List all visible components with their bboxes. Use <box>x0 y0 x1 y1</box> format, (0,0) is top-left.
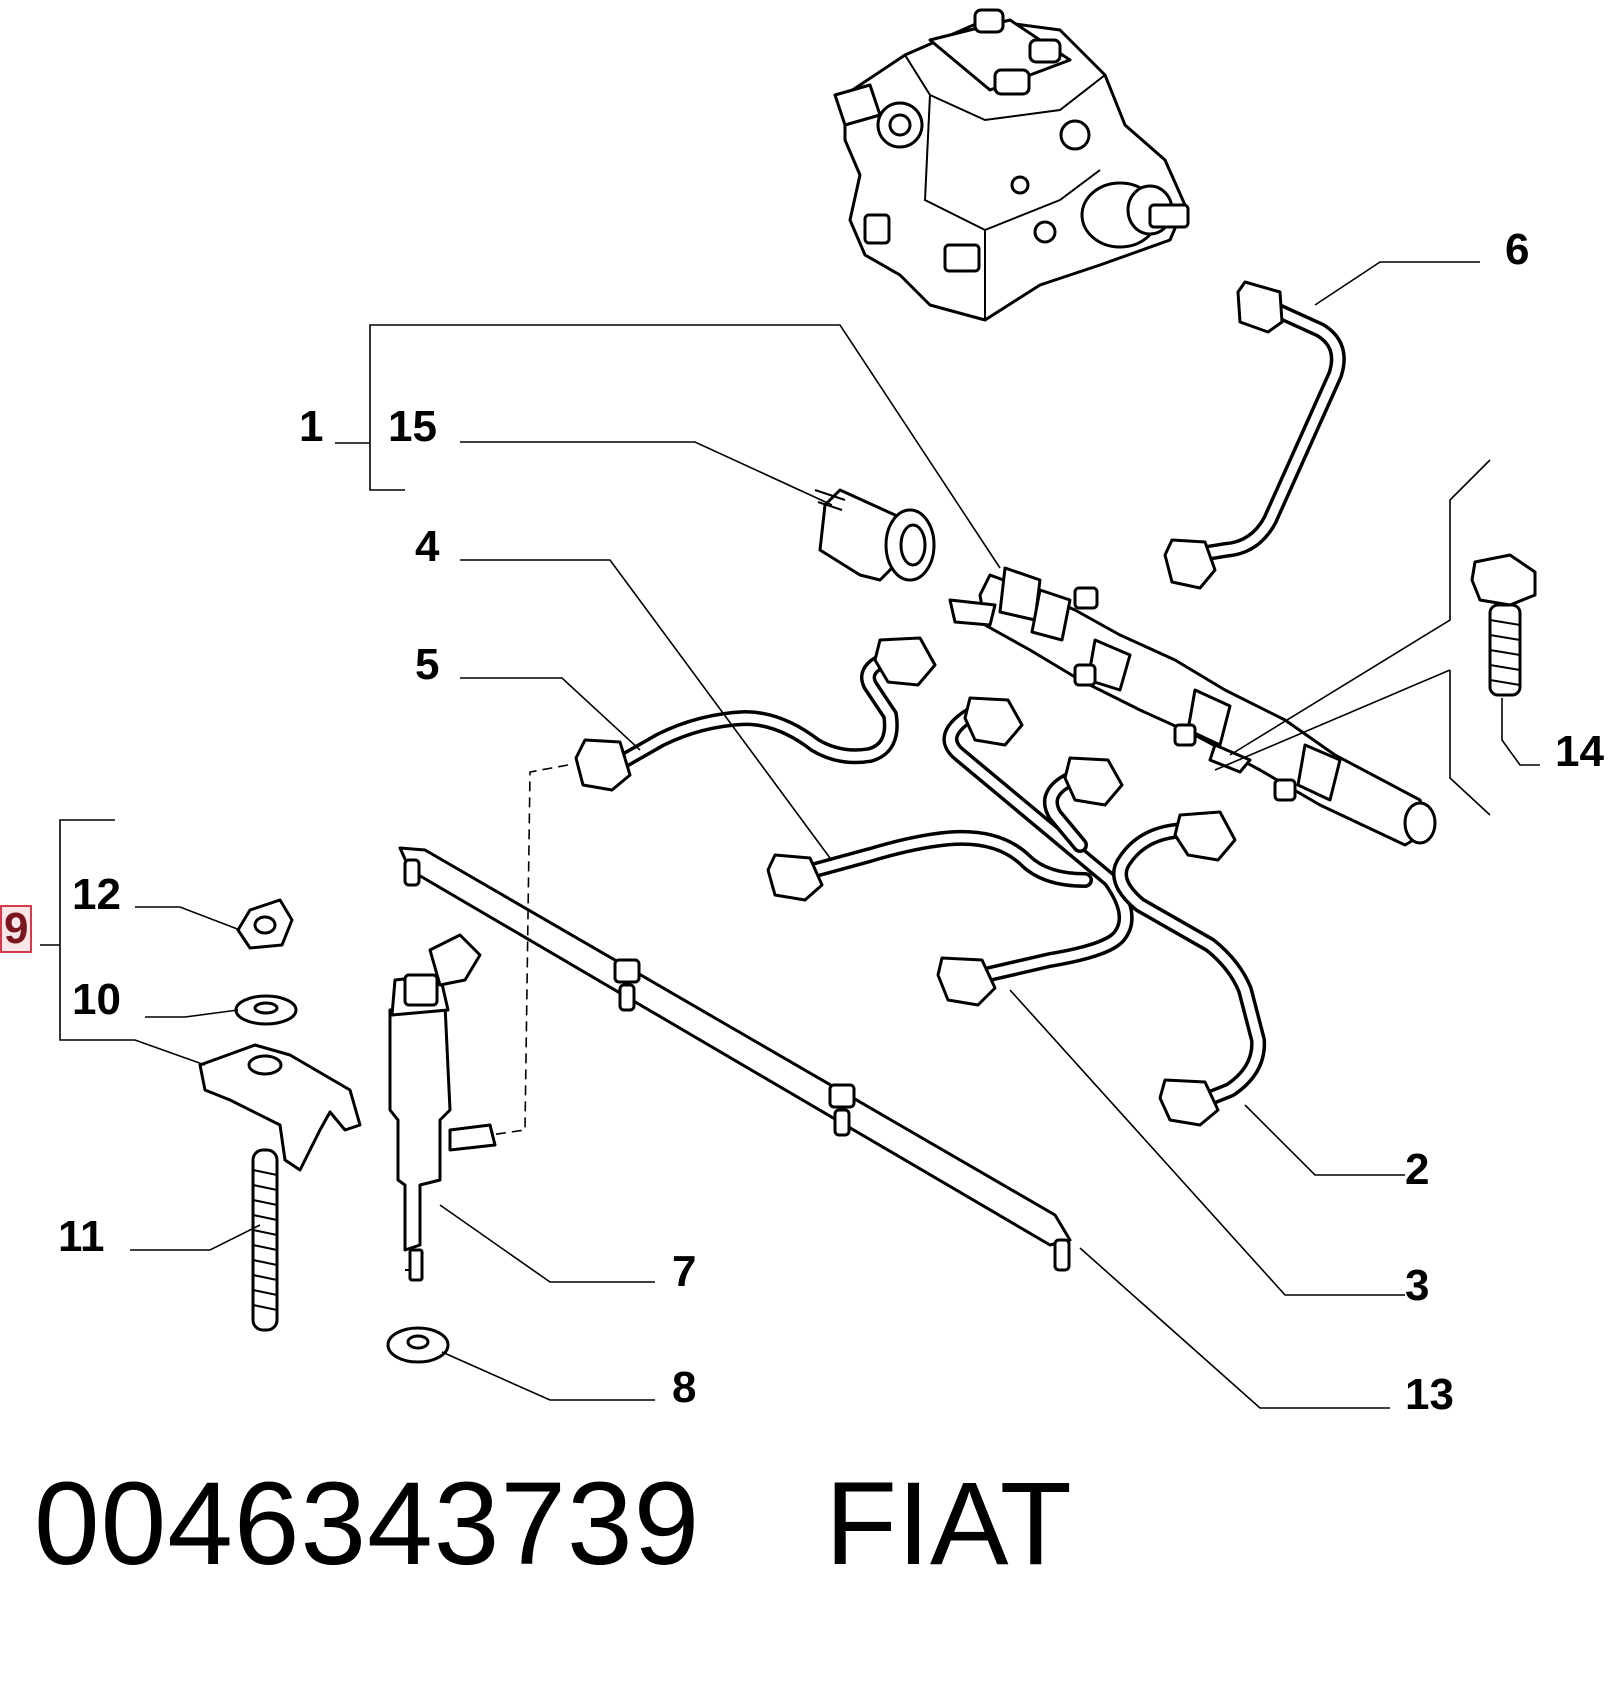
high-pressure-pump <box>833 8 1190 322</box>
pipe-short <box>1042 756 1124 853</box>
stud-11 <box>251 1148 279 1332</box>
callout-6[interactable]: 6 <box>1505 225 1530 274</box>
clamp-set-9 <box>198 898 362 1172</box>
pipe-3 <box>936 696 1134 1007</box>
injector-7 <box>388 933 497 1282</box>
callout-3[interactable]: 3 <box>1405 1261 1430 1310</box>
pipe-5 <box>574 636 937 792</box>
leak-off-line-13 <box>398 846 1072 1272</box>
callout-2[interactable]: 2 <box>1405 1145 1430 1194</box>
callout-13[interactable]: 13 <box>1405 1370 1454 1419</box>
pipe-2 <box>1112 810 1267 1127</box>
part-number-text: 0046343739 <box>34 1458 701 1590</box>
callout-10[interactable]: 10 <box>72 975 121 1024</box>
leader-lines <box>40 261 1540 1409</box>
pipe-6 <box>1163 280 1346 590</box>
washer-8 <box>386 1326 450 1364</box>
fuel-rail <box>948 566 1437 847</box>
brand-text: FIAT <box>825 1458 1072 1590</box>
callout-8[interactable]: 8 <box>672 1363 697 1412</box>
pipe-4 <box>766 829 1093 902</box>
callout-11[interactable]: 11 <box>58 1212 105 1261</box>
callout-15[interactable]: 15 <box>388 402 437 451</box>
callout-14[interactable]: 14 <box>1555 727 1604 776</box>
callout-1[interactable]: 1 <box>299 402 324 451</box>
callout-12[interactable]: 12 <box>72 870 121 919</box>
callout-7[interactable]: 7 <box>672 1247 697 1296</box>
pressure-sensor-15 <box>814 488 936 582</box>
callout-4[interactable]: 4 <box>415 522 440 571</box>
bolt-14 <box>1470 553 1537 697</box>
callout-9-highlighted[interactable]: 9 <box>0 905 33 953</box>
callout-5[interactable]: 5 <box>415 640 440 689</box>
